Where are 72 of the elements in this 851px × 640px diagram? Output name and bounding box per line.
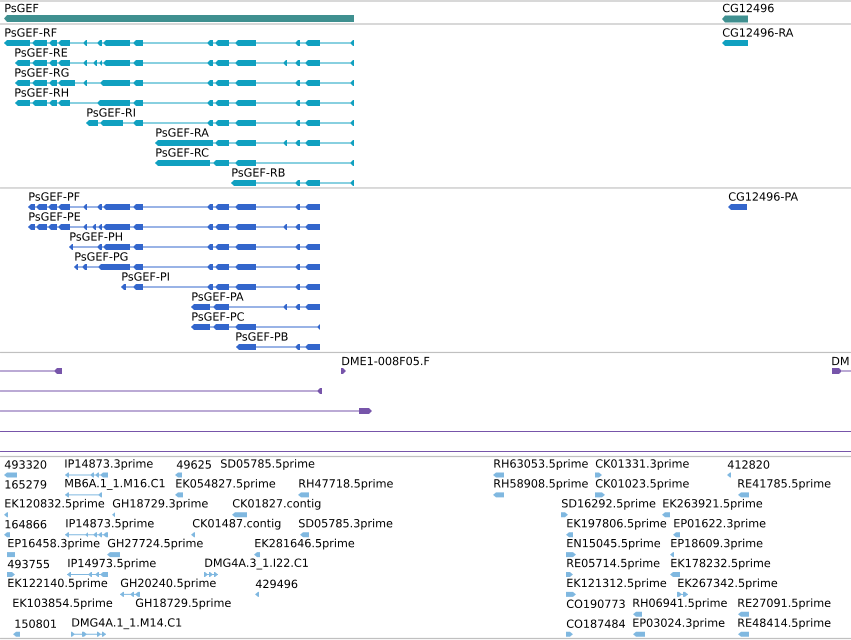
feature-label: EP18609.3prime	[671, 538, 762, 550]
feature-label: RE27091.5prime	[738, 598, 830, 610]
feature-label: PsGEF-RI	[87, 108, 135, 117]
feature-label: PsGEF-RE	[15, 48, 68, 57]
feature-label: DME1-008F05.F	[342, 356, 430, 366]
feature-label: CG12496	[722, 4, 774, 12]
feature-label: SD05785.5prime	[221, 459, 314, 470]
feature-label: IP14873.3prime	[65, 459, 153, 470]
feature-label: EK120832.5prime	[5, 498, 104, 510]
feature-label: GH27724.5prime	[108, 538, 203, 550]
feature-label: CK01827.contig	[232, 498, 320, 510]
feature-label: DMG4A.1_1.M14.C1	[72, 618, 182, 630]
feature-label: PsGEF-PG	[75, 252, 128, 261]
feature-label: PsGEF-PC	[192, 312, 244, 321]
feature-label: GH20240.5prime	[120, 578, 216, 590]
feature-label: MB6A.1_1.M16.C1	[65, 478, 165, 490]
feature-label: PsGEF-PB	[236, 332, 288, 341]
feature-label: RH58908.5prime	[494, 478, 588, 490]
feature-label: EP03024.3prime	[633, 618, 724, 630]
feature-label: RE48414.5prime	[738, 618, 830, 630]
feature-label: CK01023.5prime	[596, 478, 689, 490]
feature-label: RE41785.5prime	[738, 478, 830, 490]
feature-label: 429496	[256, 580, 298, 588]
feature-label: PsGEF-PF	[29, 192, 80, 201]
feature-label: RE05714.5prime	[567, 558, 660, 570]
feature-label: PsGEF	[5, 4, 38, 12]
feature-label: PsGEF-RF	[5, 28, 56, 37]
feature-label: PsGEF-RA	[156, 128, 209, 137]
feature-label: CG12496-RA	[722, 28, 794, 37]
feature-label: EK122140.5prime	[8, 578, 108, 590]
feature-label: 49625	[176, 460, 211, 469]
feature-label: PsGEF-PH	[70, 232, 122, 241]
feature-label: EK263921.5prime	[663, 498, 762, 510]
feature-label: 493755	[8, 560, 50, 568]
feature-label: PsGEF-RG	[15, 68, 68, 77]
feature-label: 165279	[6, 480, 46, 489]
feature-label: PsGEF-PI	[122, 272, 169, 281]
feature-label: GH18729.3prime	[112, 498, 208, 510]
feature-label: PsGEF-RH	[15, 88, 68, 97]
feature-label: EK121312.5prime	[567, 578, 666, 590]
feature-label: EK197806.5prime	[567, 518, 666, 530]
feature-label: PsGEF-PE	[29, 212, 80, 221]
feature-label: 412820	[728, 460, 770, 469]
feature-label: CO190773	[566, 600, 625, 608]
feature-label: IP14873.5prime	[66, 518, 154, 530]
feature-label: 150801	[16, 619, 56, 628]
feature-label: EP01622.3prime	[674, 518, 766, 530]
feature-label: 164866	[6, 520, 46, 528]
feature-label: EK103854.5prime	[13, 598, 112, 610]
feature-label: EK178232.5prime	[671, 558, 770, 570]
feature-label: RH47718.5prime	[299, 478, 393, 490]
feature-label: CK01331.3prime	[596, 459, 689, 470]
feature-label: EP16458.3prime	[8, 538, 100, 550]
feature-label: CG12496-PA	[728, 192, 798, 201]
feature-label: PsGEF-PA	[192, 292, 244, 301]
feature-label: 493320	[4, 460, 46, 469]
feature-label: CO187484	[566, 619, 626, 628]
feature-label: EN15045.5prime	[567, 538, 660, 550]
feature-label: PsGEF-RC	[156, 148, 208, 157]
feature-label: RH63053.5prime	[494, 459, 588, 470]
feature-label: EK267342.5prime	[678, 578, 778, 590]
feature-label: DM	[832, 356, 848, 366]
feature-label: RH06941.5prime	[633, 598, 727, 610]
feature-label: PsGEF-RB	[232, 168, 285, 177]
feature-label: EK054827.5prime	[176, 478, 276, 490]
feature-label: GH18729.5prime	[136, 598, 231, 610]
feature-label: IP14973.5prime	[68, 558, 156, 570]
feature-label: DMG4A.3_1.I22.C1	[205, 558, 308, 570]
feature-label: SD05785.3prime	[299, 518, 392, 530]
feature-label: CK01487.contig	[192, 518, 280, 530]
feature-label: SD16292.5prime	[562, 498, 656, 510]
feature-label: EK281646.5prime	[255, 538, 354, 550]
